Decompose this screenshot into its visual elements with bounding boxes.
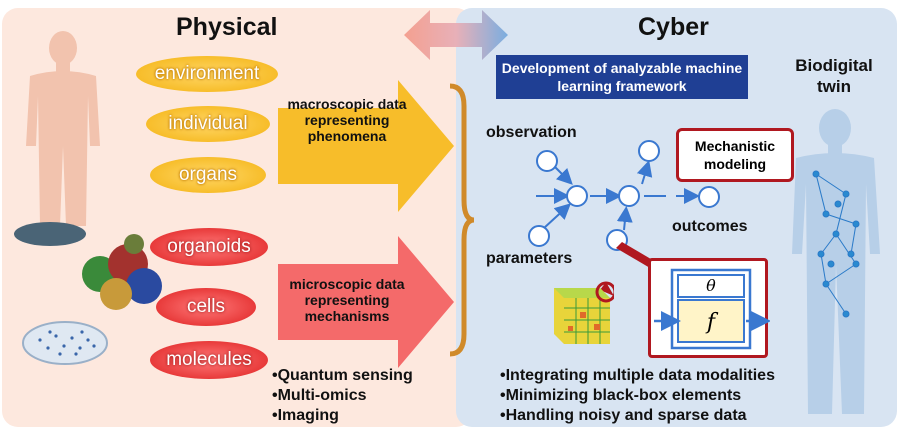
- oval-organoids: organoids: [150, 228, 268, 266]
- bullet-item: •Multi-omics: [272, 387, 367, 404]
- physical-heading: Physical: [176, 13, 278, 41]
- oval-environment: environment: [136, 56, 278, 92]
- bullet-item: •Integrating multiple data modalities: [500, 367, 775, 384]
- bidirectional-arrow-icon: [404, 10, 508, 60]
- micro-label: microscopic data representing mechanisms: [289, 276, 405, 324]
- physical-bullets: •Quantum sensing •Multi-omics •Imaging: [272, 366, 413, 426]
- cyber-bullets: •Integrating multiple data modalities •M…: [500, 366, 775, 426]
- macro-label: macroscopic data representing phenomena: [287, 96, 407, 144]
- node-observation: [536, 150, 558, 172]
- function-label: f: [706, 310, 716, 335]
- macro-arrow-icon: [278, 80, 454, 212]
- petri-dish-icon: [22, 321, 108, 365]
- node-parameters: [528, 225, 550, 247]
- brace-icon: [449, 83, 475, 357]
- biodigital-twin-label: Biodigital twin: [795, 56, 873, 96]
- organoid-icon: [14, 222, 162, 310]
- theta-label: θ: [706, 276, 716, 295]
- micro-arrow-icon: [278, 236, 454, 368]
- model-function-diagram: [654, 268, 770, 350]
- oval-cells: cells: [156, 288, 256, 326]
- cyber-heading: Cyber: [638, 13, 709, 41]
- outcomes-label: outcomes: [672, 218, 748, 235]
- bullet-item: •Quantum sensing: [272, 367, 413, 384]
- brain-network-body-icon: [792, 109, 880, 414]
- observation-label: observation: [486, 124, 577, 141]
- oval-organs: organs: [150, 157, 266, 193]
- framework-box: Development of analyzable machine learni…: [496, 55, 748, 99]
- oval-individual: individual: [146, 106, 270, 142]
- bullet-item: •Imaging: [272, 407, 339, 424]
- mechanistic-modeling-box: Mechanistic modeling: [676, 128, 794, 182]
- human-silhouette-icon: [26, 31, 100, 226]
- parameters-label: parameters: [486, 250, 573, 267]
- node-hidden-3: [638, 140, 660, 162]
- bullet-item: •Minimizing black-box elements: [500, 387, 742, 404]
- network-diagram: [536, 159, 700, 231]
- oval-molecules: molecules: [150, 341, 268, 379]
- zoom-callout: [600, 242, 656, 296]
- data-cube-icon: [554, 281, 614, 344]
- node-hidden-1: [566, 185, 588, 207]
- bullet-item: •Handling noisy and sparse data: [500, 407, 747, 424]
- node-outcome: [698, 186, 720, 208]
- node-hidden-2: [618, 185, 640, 207]
